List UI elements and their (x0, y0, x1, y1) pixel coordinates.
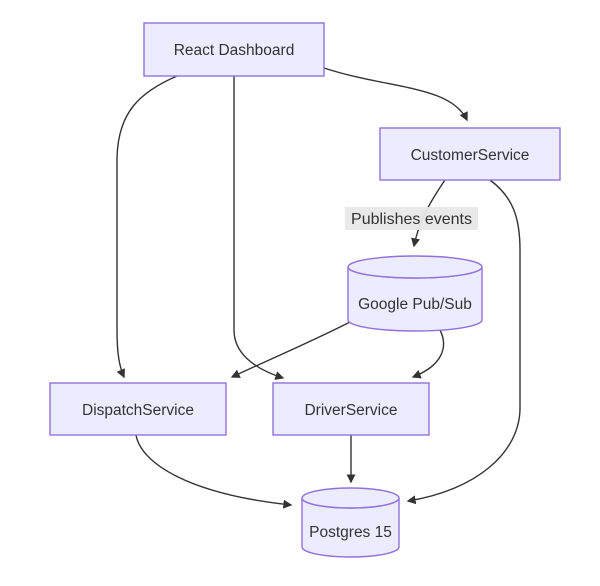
driver-service-label: DriverService (304, 402, 397, 419)
edge-customer-service-to-postgres (406, 179, 521, 505)
node-google-pubsub: Google Pub/Sub (347, 255, 483, 332)
customer-service-box (379, 127, 561, 181)
edge-dispatch-service-to-postgres (135, 434, 293, 509)
node-driver-service: DriverService (272, 382, 430, 436)
postgres-label: Postgres 15 (309, 524, 392, 541)
edge-react-dashboard-to-customer-service (323, 67, 468, 122)
react-dashboard-label: React Dashboard (174, 42, 295, 59)
node-react-dashboard: React Dashboard (143, 22, 325, 77)
google-pubsub-cylinder-top (347, 255, 483, 279)
driver-service-box (272, 382, 430, 436)
customer-service-label: CustomerService (411, 147, 530, 164)
edge-layer (116, 67, 521, 509)
edge-google-pubsub-to-driver-service (411, 329, 445, 379)
react-dashboard-box (143, 22, 325, 77)
node-dispatch-service: DispatchService (49, 382, 227, 436)
edge-label-publishes-events: Publishes events (345, 207, 478, 230)
node-customer-service: CustomerService (379, 127, 561, 181)
edge-google-pubsub-to-dispatch-service (230, 321, 351, 378)
edge-label-background (345, 207, 478, 230)
dispatch-service-box (49, 382, 227, 436)
google-pubsub-label: Google Pub/Sub (358, 296, 472, 313)
edge-react-dashboard-to-driver-service (233, 76, 285, 380)
postgres-cylinder-top (301, 487, 400, 509)
edge-react-dashboard-to-dispatch-service (116, 75, 178, 379)
node-postgres: Postgres 15 (301, 487, 400, 558)
edge-label-text: Publishes events (351, 211, 472, 228)
dispatch-service-label: DispatchService (82, 402, 194, 419)
